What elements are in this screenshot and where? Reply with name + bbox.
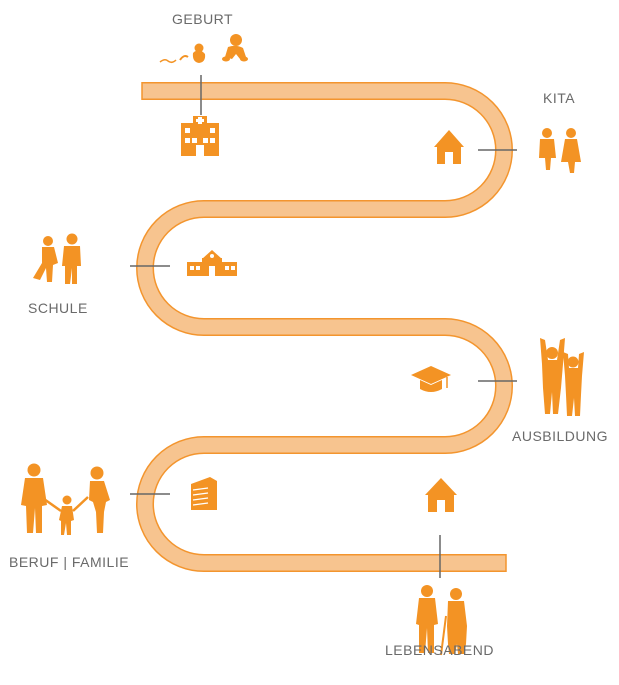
cheering-teens-icon bbox=[540, 338, 584, 416]
elderly-couple-icon bbox=[416, 585, 467, 656]
stage-label-beruf-familie: BERUF | FAMILIE bbox=[9, 554, 130, 570]
stage-label-ausbildung: AUSBILDUNG bbox=[512, 428, 609, 444]
graduation-cap-icon bbox=[411, 366, 451, 392]
baby-development-icon bbox=[159, 34, 248, 64]
house-icon bbox=[434, 130, 464, 164]
family-icon bbox=[21, 463, 110, 535]
stage-label-lebensabend: LEBENSABEND bbox=[385, 642, 494, 658]
stage-label-schule: SCHULE bbox=[28, 300, 88, 316]
winding-road bbox=[136, 82, 513, 572]
school-icon bbox=[187, 250, 237, 276]
toddlers-icon bbox=[539, 128, 581, 173]
house-icon bbox=[425, 478, 457, 512]
hospital-icon bbox=[181, 116, 219, 156]
stage-label-geburt: GEBURT bbox=[172, 11, 234, 27]
office-building-icon bbox=[191, 477, 217, 510]
connector-lines bbox=[130, 75, 517, 578]
stage-label-kita: KITA bbox=[543, 90, 576, 106]
schoolchildren-icon bbox=[33, 233, 81, 284]
